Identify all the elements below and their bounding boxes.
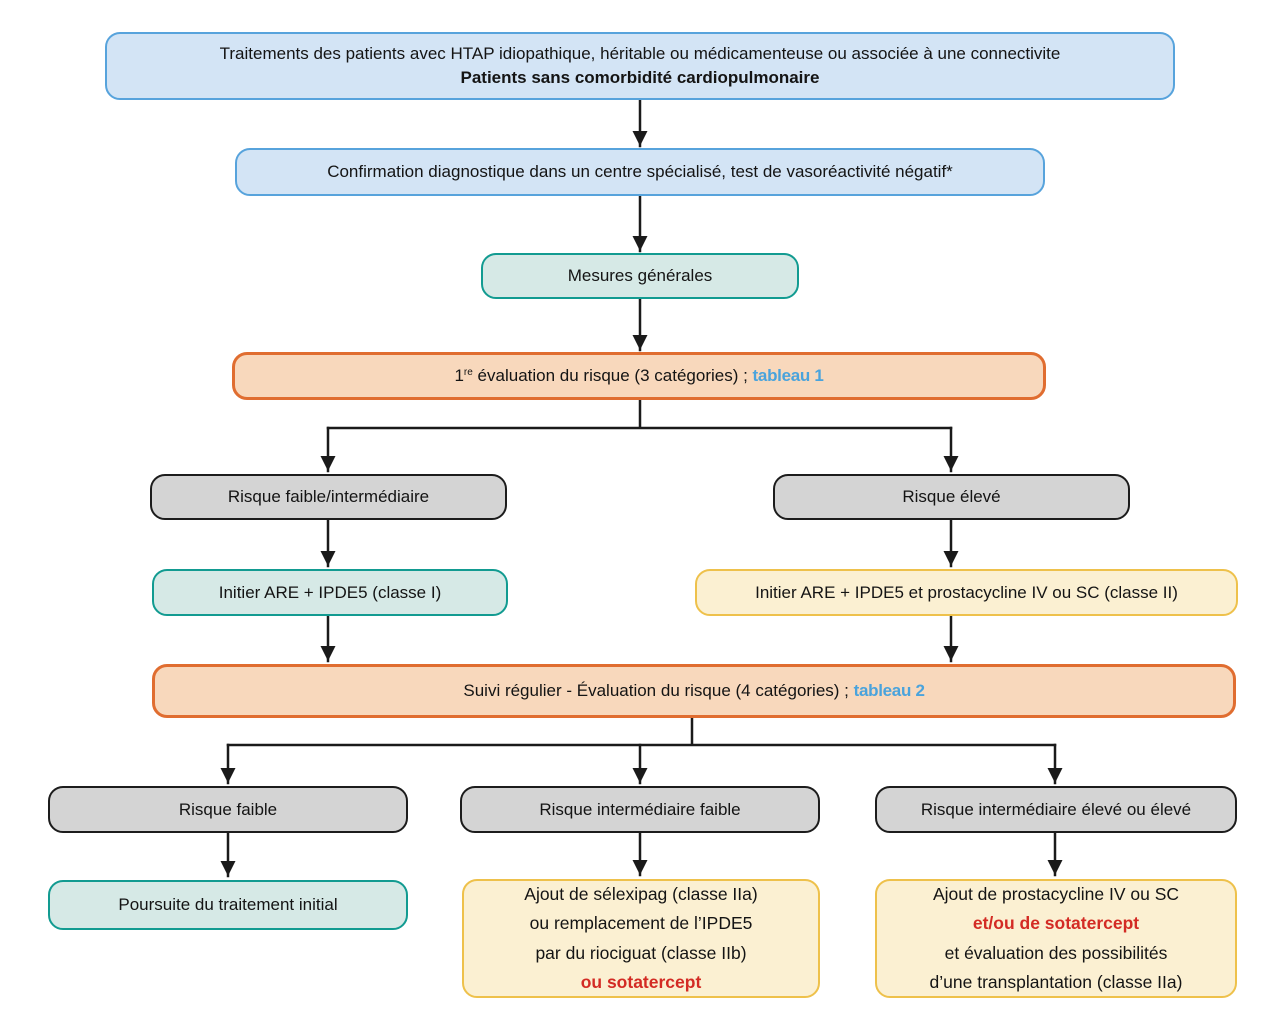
general-measures-text: Mesures générales [567, 266, 713, 286]
node-risk-high: Risque élevé [773, 474, 1130, 520]
continue-treatment-text: Poursuite du traitement initial [118, 895, 338, 915]
node-risk-low: Risque faible [48, 786, 408, 833]
assessment-ordinal-suffix: re [463, 367, 473, 379]
node-risk-low-intermediate: Risque faible/intermédiaire [150, 474, 507, 520]
header-line1: Traitements des patients avec HTAP idiop… [219, 44, 1061, 64]
assessment-number: 1 [454, 366, 464, 386]
confirmation-text: Confirmation diagnostique dans un centre… [327, 162, 953, 182]
node-treatment-header: Traitements des patients avec HTAP idiop… [105, 32, 1175, 100]
risk-low-text: Risque faible [178, 799, 278, 819]
node-initiate-high-risk-treatment: Initier ARE + IPDE5 et prostacycline IV … [695, 569, 1238, 616]
node-risk-intermediate-high: Risque intermédiaire élevé ou élevé [875, 786, 1237, 833]
selexipag-line2: ou remplacement de l’IPDE5 [529, 913, 753, 934]
risk-intermediate-low-text: Risque intermédiaire faible [539, 799, 741, 819]
node-risk-intermediate-low: Risque intermédiaire faible [460, 786, 820, 833]
selexipag-line1: Ajout de sélexipag (classe IIa) [524, 884, 758, 905]
assessment-label: évaluation du risque (3 catégories) ; [472, 366, 753, 386]
followup-text-wrap: Suivi régulier - Évaluation du risque (4… [463, 679, 925, 703]
node-continue-initial-treatment: Poursuite du traitement initial [48, 880, 408, 930]
selexipag-red-line: ou sotatercept [580, 971, 702, 992]
risk-low-intermediate-text: Risque faible/intermédiaire [227, 487, 430, 507]
node-add-prostacycline: Ajout de prostacycline IV ou SC et/ou de… [875, 879, 1237, 998]
initiate-low-text: Initier ARE + IPDE5 (classe I) [218, 582, 442, 602]
initiate-high-text: Initier ARE + IPDE5 et prostacycline IV … [755, 582, 1178, 602]
branch-first-assessment [326, 398, 953, 430]
prostacycline-line4: d’une transplantation (classe IIa) [929, 971, 1183, 992]
node-followup-risk-assessment: Suivi régulier - Évaluation du risque (4… [152, 664, 1236, 718]
node-general-measures: Mesures générales [481, 253, 799, 299]
node-add-selexipag: Ajout de sélexipag (classe IIa) ou rempl… [462, 879, 820, 998]
first-risk-assessment-text: 1re évaluation du risque (3 catégories) … [454, 364, 823, 388]
selexipag-line3: par du riociguat (classe IIb) [535, 942, 747, 963]
node-initiate-low-risk-treatment: Initier ARE + IPDE5 (classe I) [152, 569, 508, 616]
node-diagnostic-confirmation: Confirmation diagnostique dans un centre… [235, 148, 1045, 196]
prostacycline-red-line: et/ou de sotatercept [972, 913, 1140, 934]
prostacycline-line1: Ajout de prostacycline IV ou SC [932, 884, 1180, 905]
node-first-risk-assessment: 1re évaluation du risque (3 catégories) … [232, 352, 1046, 400]
risk-intermediate-high-text: Risque intermédiaire élevé ou élevé [920, 799, 1192, 819]
risk-high-text: Risque élevé [902, 487, 1001, 507]
followup-label: Suivi régulier - Évaluation du risque (4… [463, 681, 854, 701]
branch-followup [226, 716, 1057, 747]
prostacycline-line3: et évaluation des possibilités [944, 942, 1168, 963]
header-line2: Patients sans comorbidité cardiopulmonai… [460, 68, 820, 87]
table1-reference-link[interactable]: tableau 1 [752, 366, 824, 386]
table2-reference-link[interactable]: tableau 2 [853, 681, 925, 701]
